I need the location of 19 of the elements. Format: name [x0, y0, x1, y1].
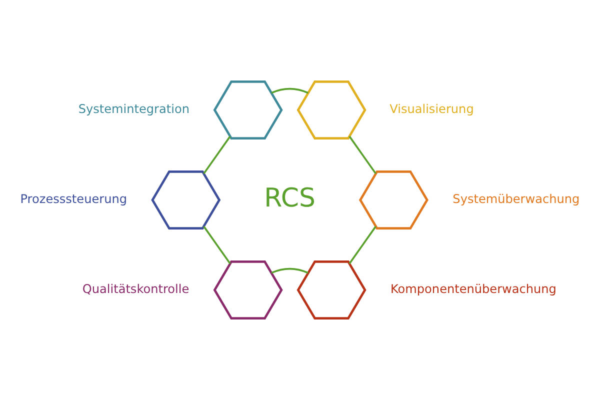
node-hexagon: [296, 80, 366, 140]
connector: [271, 268, 308, 274]
node-hexagon: [296, 260, 366, 320]
node-hexagon: [213, 260, 283, 320]
node-label: Visualisierung: [390, 102, 474, 116]
node-hexagon: [151, 170, 221, 230]
node-label: Prozesssteuerung: [20, 192, 127, 206]
connector: [348, 136, 377, 174]
connector: [271, 88, 308, 94]
node-label: Systemintegration: [78, 102, 190, 116]
node-text: RCS: [264, 183, 316, 214]
node-label: Systemüberwachung: [452, 192, 580, 206]
node-label: Qualitätskontrolle: [82, 282, 190, 296]
node-label: Komponentenüberwachung: [390, 282, 556, 296]
connector: [203, 136, 231, 174]
connector: [203, 226, 231, 264]
node-hexagon: [213, 80, 283, 140]
node-hexagon: [358, 170, 428, 230]
connector: [348, 226, 376, 264]
